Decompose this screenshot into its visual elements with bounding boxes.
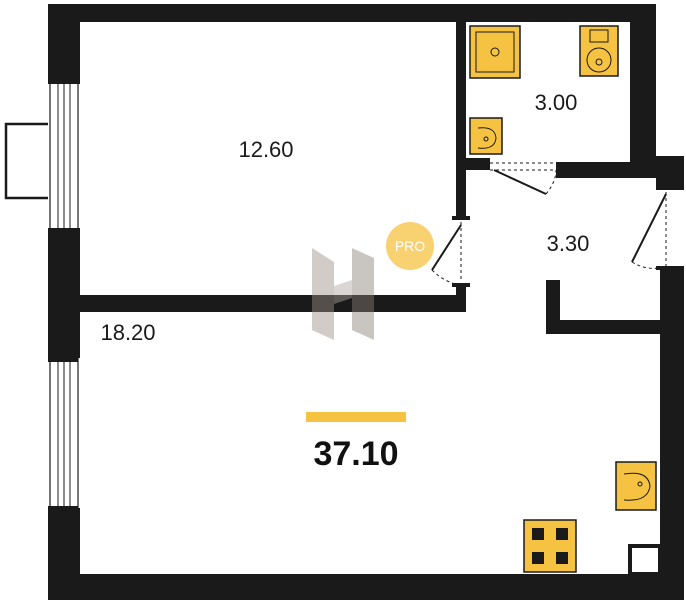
toilet-icon [579,25,619,77]
door-icon [631,186,684,270]
door-icon [431,216,470,287]
inner-walls [80,22,660,334]
pro-badge: PRO [386,222,434,270]
fridge-icon [628,544,662,576]
window-icon [48,355,79,513]
door-icon [490,158,557,195]
window-icon [48,77,79,235]
bathroom-area-label: 3.00 [535,90,578,115]
hallway-area-label: 3.30 [547,231,590,256]
pro-badge-text: PRO [395,238,425,254]
total-area-accent-bar [306,412,406,422]
shower-icon [469,25,521,79]
kitchen-living-area-label: 18.20 [100,320,155,345]
stove-icon [523,519,577,573]
kitchen-sink-icon [615,461,657,511]
watermark-logo [312,248,374,340]
outer-walls [48,4,684,600]
room-area-label: 12.60 [238,137,293,162]
sink-icon [469,117,503,155]
total-area-label: 37.10 [313,435,398,473]
balcony-icon [4,122,48,200]
